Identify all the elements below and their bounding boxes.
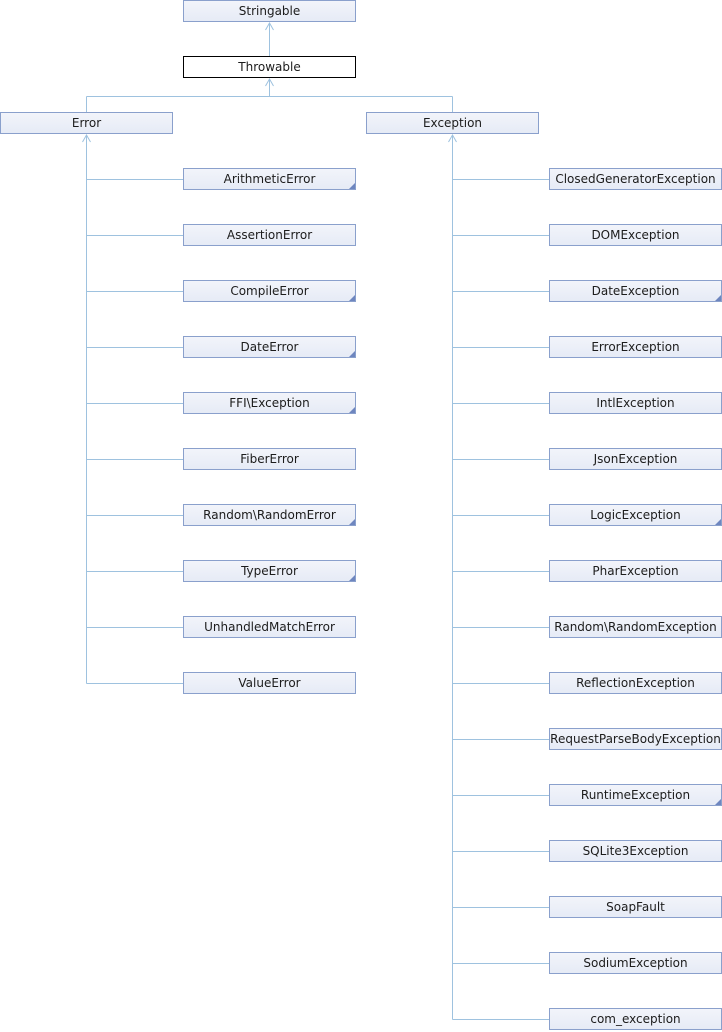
class-node-label: ReflectionException: [576, 676, 695, 690]
class-node-random-randomerror[interactable]: Random\RandomError: [183, 504, 356, 526]
class-node-label: DateError: [240, 340, 299, 354]
class-node-reflectionexception[interactable]: ReflectionException: [549, 672, 722, 694]
class-node-label: ValueError: [238, 676, 301, 690]
class-node-label: ErrorException: [591, 340, 680, 354]
inheritance-arrow-icon: [82, 133, 91, 143]
class-node-label: com_exception: [590, 1012, 681, 1026]
class-node-label: Exception: [422, 116, 483, 130]
class-node-fibererror[interactable]: FiberError: [183, 448, 356, 470]
class-node-label: Random\RandomError: [203, 508, 336, 522]
class-node-exception[interactable]: Exception: [366, 112, 539, 134]
class-node-label: RequestParseBodyException: [550, 732, 721, 746]
has-subclasses-marker-icon: [349, 295, 355, 301]
class-node-dateexception[interactable]: DateException: [549, 280, 722, 302]
class-node-label: UnhandledMatchError: [204, 620, 335, 634]
class-node-label: SoapFault: [606, 900, 665, 914]
class-node-domexception[interactable]: DOMException: [549, 224, 722, 246]
class-node-unhandledmatcherror[interactable]: UnhandledMatchError: [183, 616, 356, 638]
class-node-label: IntlException: [596, 396, 675, 410]
has-subclasses-marker-icon: [715, 295, 721, 301]
class-node-errorexception[interactable]: ErrorException: [549, 336, 722, 358]
class-node-label: SodiumException: [583, 956, 688, 970]
class-node-label: FFI\Exception: [229, 396, 310, 410]
class-node-label: ArithmeticError: [223, 172, 316, 186]
class-node-stringable[interactable]: Stringable: [183, 0, 356, 22]
class-node-requestparsebodyexception[interactable]: RequestParseBodyException: [549, 728, 722, 750]
class-node-label: CompileError: [230, 284, 309, 298]
inheritance-arrow-icon: [265, 21, 274, 31]
class-node-compileerror[interactable]: CompileError: [183, 280, 356, 302]
class-node-dateerror[interactable]: DateError: [183, 336, 356, 358]
class-node-typeerror[interactable]: TypeError: [183, 560, 356, 582]
class-node-runtimeexception[interactable]: RuntimeException: [549, 784, 722, 806]
inheritance-arrow-icon: [448, 133, 457, 143]
class-node-ffi-exception[interactable]: FFI\Exception: [183, 392, 356, 414]
class-node-pharexception[interactable]: PharException: [549, 560, 722, 582]
class-node-jsonexception[interactable]: JsonException: [549, 448, 722, 470]
class-node-closedgeneratorexception[interactable]: ClosedGeneratorException: [549, 168, 722, 190]
class-node-label: TypeError: [241, 564, 298, 578]
class-node-label: DateException: [591, 284, 680, 298]
class-node-label: LogicException: [590, 508, 681, 522]
class-node-intlexception[interactable]: IntlException: [549, 392, 722, 414]
class-node-label: DOMException: [591, 228, 680, 242]
class-node-throwable[interactable]: Throwable: [183, 56, 356, 78]
class-node-sodiumexception[interactable]: SodiumException: [549, 952, 722, 974]
inheritance-arrow-icon: [265, 77, 274, 87]
has-subclasses-marker-icon: [349, 407, 355, 413]
class-node-label: JsonException: [593, 452, 678, 466]
class-node-arithmeticerror[interactable]: ArithmeticError: [183, 168, 356, 190]
has-subclasses-marker-icon: [715, 799, 721, 805]
has-subclasses-marker-icon: [349, 351, 355, 357]
class-node-label: ClosedGeneratorException: [555, 172, 716, 186]
class-node-label: RuntimeException: [580, 788, 691, 802]
has-subclasses-marker-icon: [349, 519, 355, 525]
has-subclasses-marker-icon: [349, 183, 355, 189]
has-subclasses-marker-icon: [715, 519, 721, 525]
class-node-label: FiberError: [240, 452, 299, 466]
class-node-random-randomexception[interactable]: Random\RandomException: [549, 616, 722, 638]
class-node-label: Random\RandomException: [554, 620, 717, 634]
class-node-com-exception[interactable]: com_exception: [549, 1008, 722, 1030]
has-subclasses-marker-icon: [349, 575, 355, 581]
class-node-label: Error: [71, 116, 102, 130]
class-node-sqlite3exception[interactable]: SQLite3Exception: [549, 840, 722, 862]
class-node-label: AssertionError: [226, 228, 313, 242]
class-node-label: SQLite3Exception: [582, 844, 689, 858]
class-node-logicexception[interactable]: LogicException: [549, 504, 722, 526]
class-node-valueerror[interactable]: ValueError: [183, 672, 356, 694]
class-node-label: Throwable: [238, 60, 301, 74]
class-node-error[interactable]: Error: [0, 112, 173, 134]
class-node-assertionerror[interactable]: AssertionError: [183, 224, 356, 246]
class-node-label: PharException: [592, 564, 679, 578]
class-node-soapfault[interactable]: SoapFault: [549, 896, 722, 918]
class-node-label: Stringable: [238, 4, 301, 18]
